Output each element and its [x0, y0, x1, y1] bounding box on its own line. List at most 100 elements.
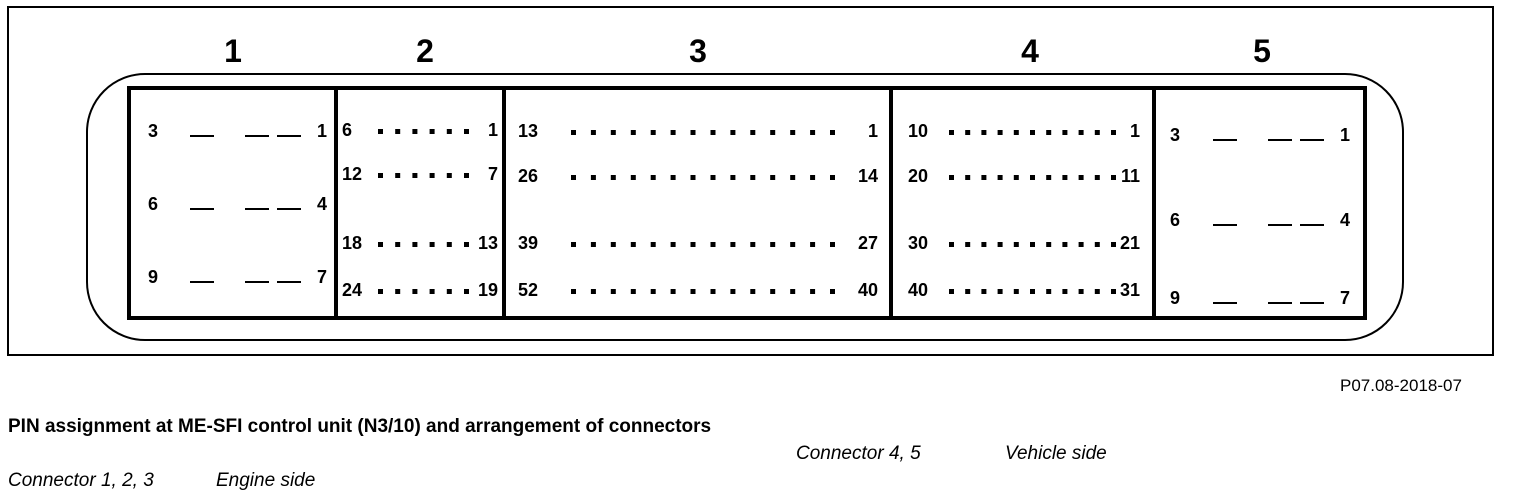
pin-dot: [770, 242, 776, 247]
pin-dot: [446, 173, 452, 178]
pin-dot: [1046, 289, 1052, 294]
connector-block: [127, 86, 1367, 320]
pin-dot: [1062, 130, 1068, 135]
pin-dot: [395, 173, 401, 178]
pin-dot: [710, 242, 716, 247]
pin-dot: [650, 289, 656, 294]
pin-dot: [1094, 289, 1100, 294]
pin-dot: [981, 242, 987, 247]
pin-dot: [670, 242, 676, 247]
pin-label: 18: [342, 233, 362, 253]
pin-dot: [1030, 242, 1035, 247]
pin-dot: [1094, 175, 1100, 180]
pin-dot: [412, 129, 418, 134]
pin-dot: [412, 173, 418, 178]
pin-label: 11: [1121, 166, 1140, 186]
pin-dot: [810, 175, 816, 180]
caption-title: PIN assignment at ME-SFI control unit (N…: [8, 416, 712, 437]
pin-label: 27: [858, 233, 878, 253]
pin-dot: [412, 242, 418, 247]
pin-dot: [429, 129, 435, 134]
pin-dot: [997, 130, 1003, 135]
pin-dot: [770, 130, 776, 135]
pin-dot: [750, 130, 756, 135]
pin-dot: [590, 242, 596, 247]
pin-dot: [810, 289, 816, 294]
pin-dot: [429, 289, 435, 294]
pin-dot: [1111, 289, 1116, 294]
pin-label: 7: [317, 267, 327, 287]
pin-dot: [730, 289, 736, 294]
pin-label: 40: [908, 280, 928, 300]
pin-label: 10: [908, 121, 928, 141]
pin-dot: [981, 130, 987, 135]
control-unit-outline: [86, 73, 1404, 341]
pin-dot: [965, 289, 971, 294]
pin-label: 6: [148, 194, 158, 214]
pin-dot: [730, 175, 736, 180]
pin-label: 1: [1340, 125, 1350, 145]
pin-dot: [650, 242, 656, 247]
pin-dot: [590, 175, 596, 180]
pin-dot: [690, 289, 696, 294]
pin-dot: [670, 130, 676, 135]
pin-dot: [690, 175, 696, 180]
pin-dot: [790, 130, 796, 135]
pin-label: 26: [518, 166, 538, 186]
pin-label: 7: [488, 164, 498, 184]
pin-label: 6: [1170, 210, 1180, 230]
pin-dot: [997, 175, 1003, 180]
pin-dot: [770, 289, 776, 294]
pin-dot: [1078, 130, 1084, 135]
pin-dot: [630, 130, 636, 135]
pin-dot: [750, 289, 756, 294]
pin-dot: [997, 242, 1003, 247]
pin-dot: [1078, 242, 1084, 247]
pin-dot: [1094, 242, 1100, 247]
pin-dot: [1111, 242, 1116, 247]
pin-label: 24: [342, 280, 362, 300]
pin-dot: [590, 289, 596, 294]
pin-dot: [395, 242, 401, 247]
pin-label: 7: [1340, 288, 1350, 308]
pin-dot: [571, 289, 576, 294]
pin-dot: [378, 173, 383, 178]
pin-dot: [650, 130, 656, 135]
engine-connectors-label: Connector 1, 2, 3: [8, 470, 154, 491]
pin-dot: [395, 289, 401, 294]
pin-dot: [710, 289, 716, 294]
pin-dot: [429, 242, 435, 247]
connector-label-2: 2: [416, 33, 434, 69]
figure-code: P07.08-2018-07: [1340, 376, 1462, 395]
pin-label: 1: [317, 121, 327, 141]
pin-dot: [981, 175, 987, 180]
pin-dot: [750, 175, 756, 180]
connector-label-4: 4: [1021, 33, 1039, 69]
pin-dot: [378, 129, 383, 134]
pin-dot: [1062, 175, 1068, 180]
pin-dot: [790, 289, 796, 294]
pin-label: 20: [908, 166, 928, 186]
pin-dot: [965, 242, 971, 247]
pin-dot: [571, 175, 576, 180]
pin-dot: [830, 242, 835, 247]
pin-dot: [464, 242, 469, 247]
pin-label: 1: [868, 121, 878, 141]
pin-label: 6: [342, 120, 352, 140]
pin-dot: [790, 175, 796, 180]
pin-label: 1: [1130, 121, 1140, 141]
figure-frame: [7, 6, 1494, 356]
pin-dot: [1078, 175, 1084, 180]
pin-label: 3: [148, 121, 158, 141]
pin-dot: [1030, 130, 1035, 135]
pin-dot: [630, 289, 636, 294]
pin-dot: [1030, 175, 1035, 180]
pin-dot: [730, 242, 736, 247]
pin-dot: [1111, 175, 1116, 180]
pin-dot: [1062, 289, 1068, 294]
pin-label: 21: [1120, 233, 1140, 253]
pin-dot: [949, 130, 954, 135]
pin-dot: [446, 242, 452, 247]
pin-dot: [1078, 289, 1084, 294]
